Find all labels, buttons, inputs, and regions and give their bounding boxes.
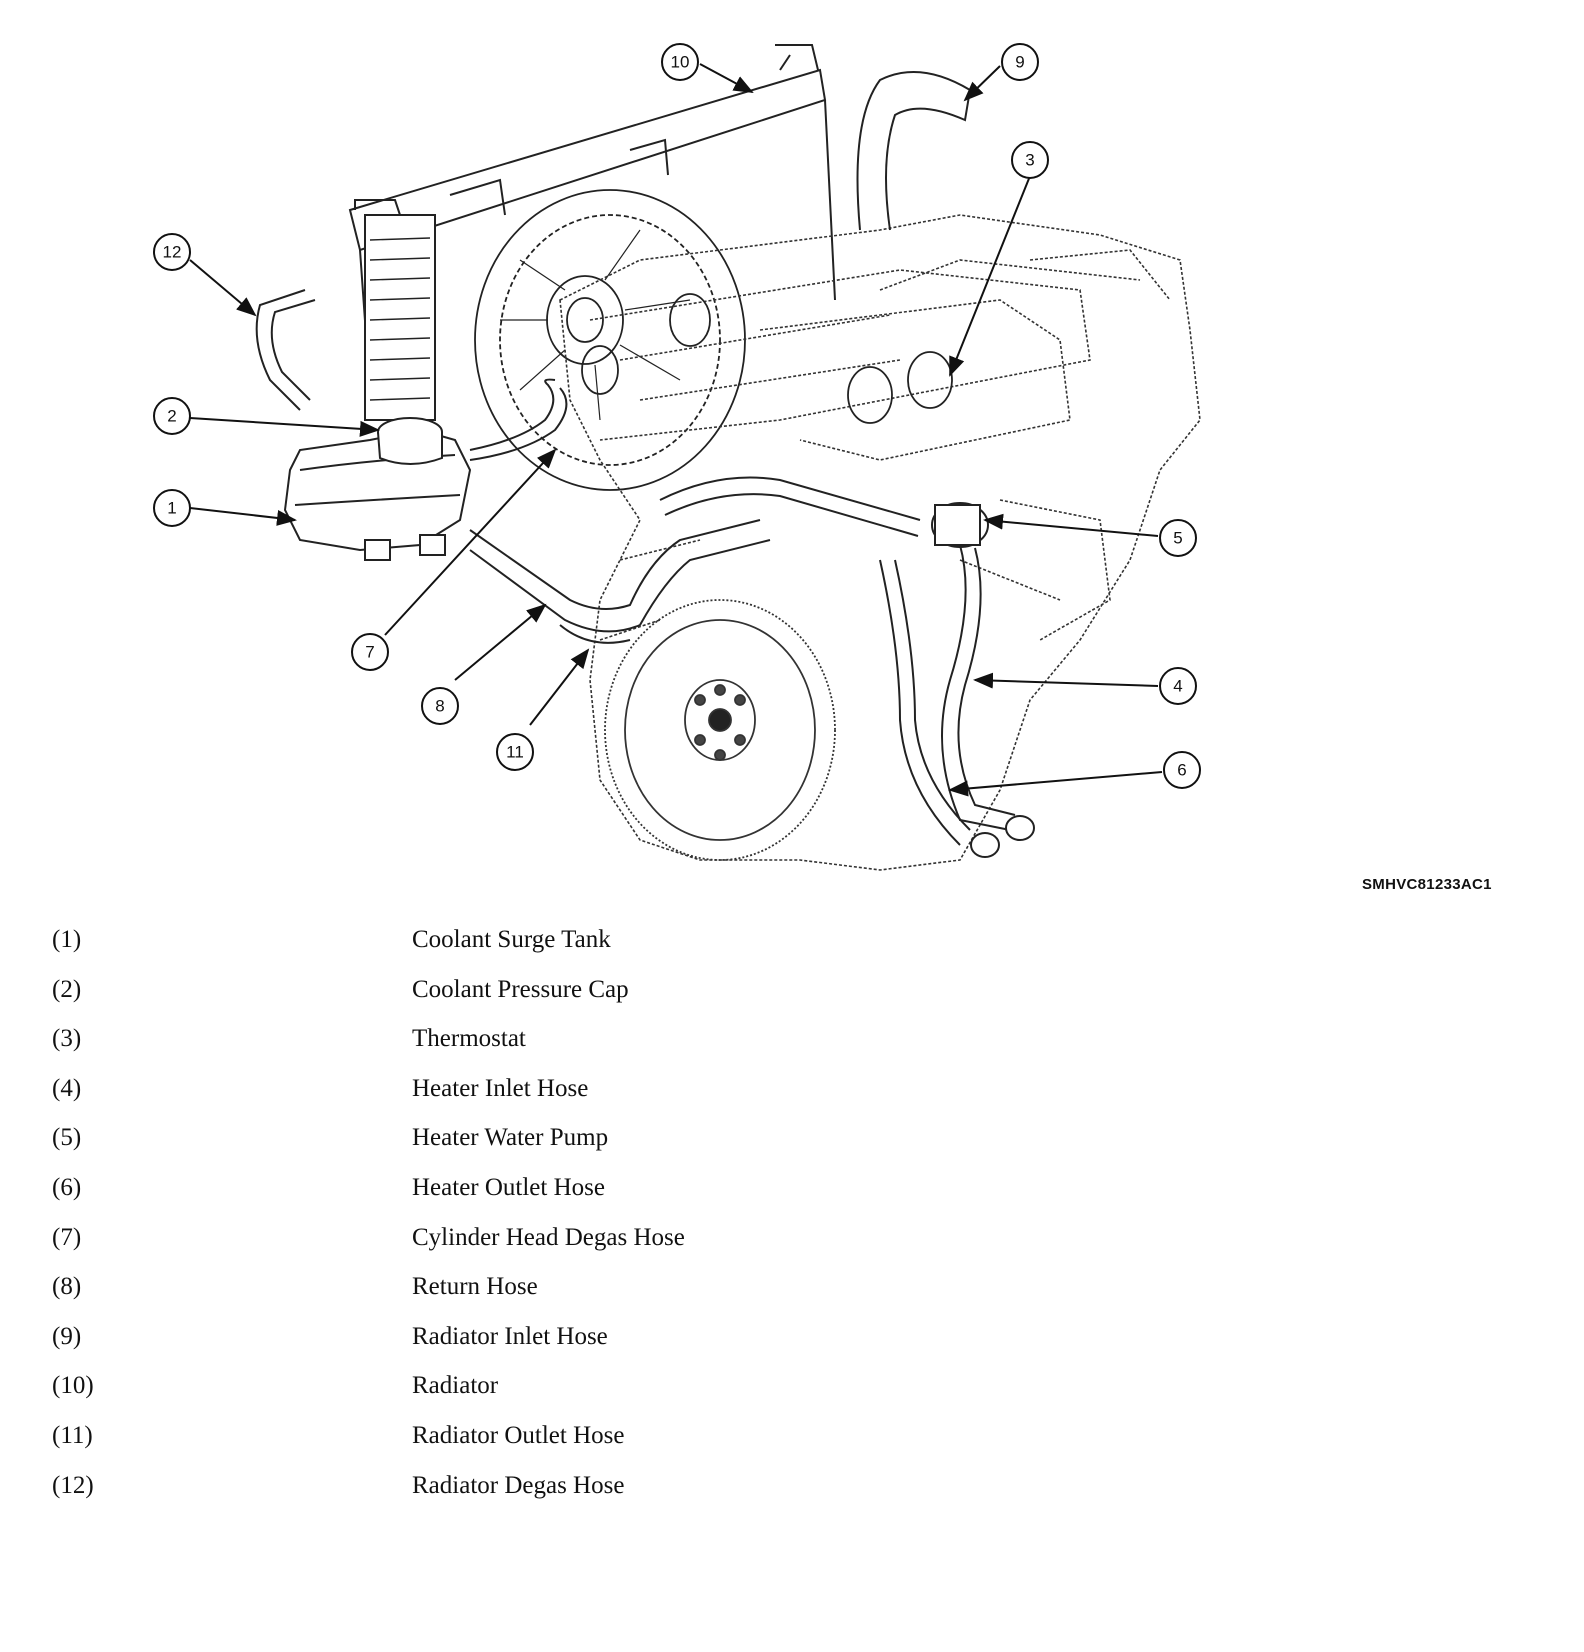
flywheel-drawing — [604, 599, 836, 861]
surge-tank-drawing — [283, 417, 472, 561]
legend-item: (10) Radiator — [52, 1372, 1052, 1422]
legend-item: (11) Radiator Outlet Hose — [52, 1422, 1052, 1472]
legend-label: Coolant Pressure Cap — [412, 975, 629, 1003]
thermostat-drawing — [581, 293, 953, 424]
legend-item: (8) Return Hose — [52, 1273, 1052, 1323]
parts-legend: (1) Coolant Surge Tank (2) Coolant Pressur… — [52, 926, 1052, 1521]
legend-number: (2) — [52, 975, 82, 1003]
callout-10: 10 — [661, 43, 699, 81]
svg-text:5: 5 — [1173, 529, 1182, 548]
svg-text:1: 1 — [167, 499, 176, 518]
legend-item: (2) Coolant Pressure Cap — [52, 976, 1052, 1026]
legend-label: Thermostat — [412, 1025, 526, 1053]
legend-item: (9) Radiator Inlet Hose — [52, 1323, 1052, 1373]
callout-9: 9 — [1001, 43, 1039, 81]
callout-2: 2 — [153, 397, 191, 435]
legend-label: Radiator — [412, 1372, 499, 1400]
callout-7: 7 — [351, 633, 389, 671]
svg-text:12: 12 — [163, 243, 182, 262]
legend-number: (12) — [52, 1471, 94, 1499]
legend-number: (5) — [52, 1124, 82, 1152]
legend-label: Radiator Outlet Hose — [412, 1421, 625, 1449]
callout-4: 4 — [1159, 667, 1197, 705]
legend-label: Return Hose — [412, 1273, 538, 1301]
legend-number: (4) — [52, 1074, 82, 1102]
legend-item: (6) Heater Outlet Hose — [52, 1174, 1052, 1224]
cooling-system-diagram: 10 9 3 12 2 1 5 4 6 7 8 11 — [153, 43, 1201, 871]
legend-number: (1) — [52, 926, 82, 953]
legend-item: (4) Heater Inlet Hose — [52, 1075, 1052, 1125]
legend-label: Heater Inlet Hose — [412, 1074, 589, 1102]
legend-label: Heater Outlet Hose — [412, 1173, 605, 1201]
callout-5: 5 — [1159, 519, 1197, 557]
svg-text:3: 3 — [1025, 151, 1034, 170]
fan-drawing — [474, 189, 746, 491]
legend-number: (6) — [52, 1173, 82, 1201]
callout-11: 11 — [496, 733, 534, 771]
legend-label: Cylinder Head Degas Hose — [412, 1223, 685, 1251]
legend-item: (5) Heater Water Pump — [52, 1124, 1052, 1174]
legend-label: Coolant Surge Tank — [412, 926, 611, 953]
legend-number: (8) — [52, 1273, 82, 1301]
svg-text:10: 10 — [671, 53, 690, 72]
svg-text:2: 2 — [167, 407, 176, 426]
callouts: 10 9 3 12 2 1 5 4 6 7 8 11 — [153, 43, 1201, 789]
legend-number: (3) — [52, 1025, 82, 1053]
legend-item: (12) Radiator Degas Hose — [52, 1472, 1052, 1522]
legend-number: (9) — [52, 1322, 82, 1350]
svg-text:4: 4 — [1173, 677, 1182, 696]
legend-label: Radiator Inlet Hose — [412, 1322, 608, 1350]
radiator-drawing — [348, 44, 836, 421]
figure-code: SMHVC81233AC1 — [1362, 876, 1492, 893]
callout-3: 3 — [1011, 141, 1049, 179]
svg-text:8: 8 — [435, 697, 444, 716]
legend-label: Radiator Degas Hose — [412, 1471, 625, 1499]
callout-6: 6 — [1163, 751, 1201, 789]
legend-item: (1) Coolant Surge Tank — [52, 926, 1052, 976]
callout-1: 1 — [153, 489, 191, 527]
svg-text:7: 7 — [365, 643, 374, 662]
legend-number: (11) — [52, 1421, 93, 1449]
engine-drawing — [559, 214, 1201, 871]
svg-text:6: 6 — [1177, 761, 1186, 780]
legend-number: (7) — [52, 1223, 82, 1251]
legend-number: (10) — [52, 1372, 94, 1400]
callout-12: 12 — [153, 233, 191, 271]
svg-text:9: 9 — [1015, 53, 1024, 72]
legend-item: (3) Thermostat — [52, 1025, 1052, 1075]
callout-8: 8 — [421, 687, 459, 725]
svg-text:11: 11 — [506, 743, 524, 762]
legend-item: (7) Cylinder Head Degas Hose — [52, 1224, 1052, 1274]
leader-lines — [189, 63, 1163, 797]
legend-label: Heater Water Pump — [412, 1124, 609, 1152]
